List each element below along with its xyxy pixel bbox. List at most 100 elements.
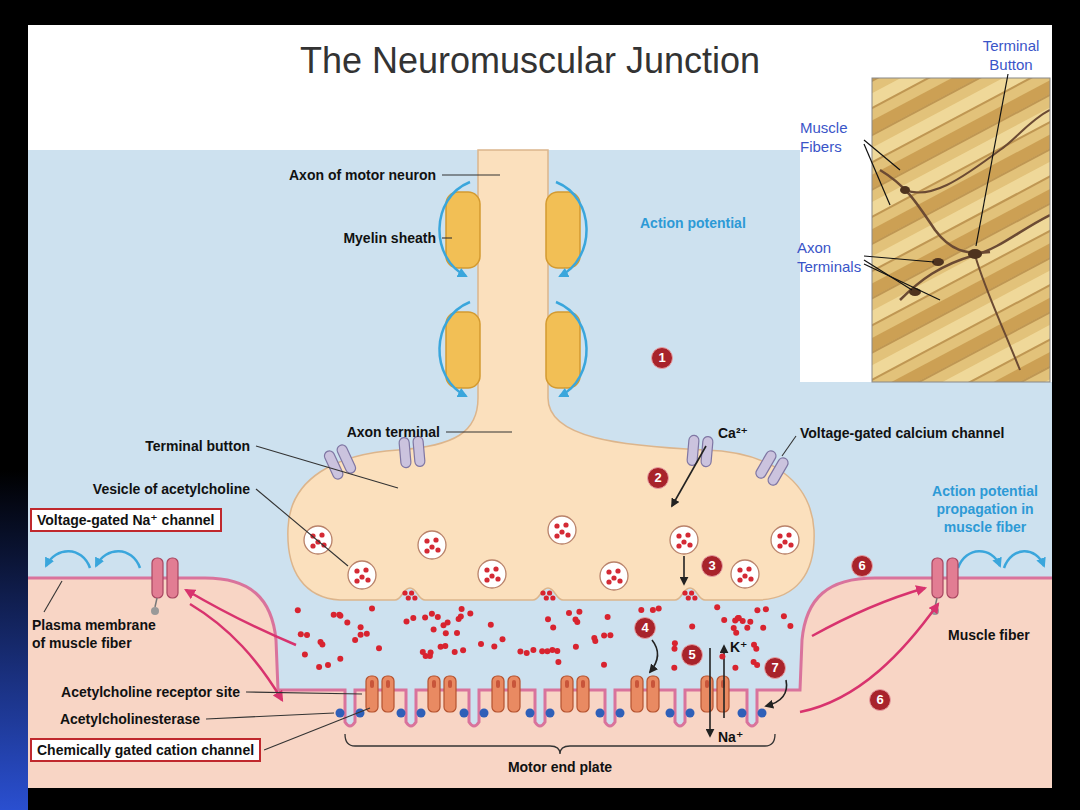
acetylcholine-molecule [714, 604, 720, 610]
calcium-channel [754, 449, 790, 487]
acetylcholine-molecule [737, 567, 742, 572]
micrograph [905, 110, 1050, 193]
micrograph [975, 255, 1020, 370]
leader-line [256, 446, 398, 488]
acetylcholine-molecule [354, 578, 359, 583]
micrograph-leader [864, 140, 900, 170]
acetylcholine-molecule [404, 619, 410, 625]
callout-number: 4 [634, 617, 656, 639]
muscle-striation [872, 270, 1050, 382]
receptor-site [386, 680, 390, 688]
acetylcholinesterase-dot [546, 709, 555, 718]
acetylcholine-molecule [742, 573, 747, 578]
micrograph-label: Terminal Button [983, 37, 1040, 73]
callout-number: 3 [701, 555, 723, 577]
part-label: Axon of motor neuron [289, 166, 436, 184]
acetylcholine-molecule [748, 576, 753, 581]
acetylcholine-molecule [295, 607, 301, 613]
callout-number: 6 [869, 689, 891, 711]
acetylcholine-molecule [638, 607, 644, 613]
myelin-sheath [446, 192, 580, 388]
axon-terminal [288, 150, 814, 600]
action-potential-arrow [556, 182, 587, 276]
callout-number: 3 [701, 555, 723, 577]
acetylcholine-vesicle [548, 516, 576, 544]
acetylcholine-molecule [565, 532, 570, 537]
acetylcholine-molecule [369, 606, 375, 612]
acetylcholinesterase-dot [686, 709, 695, 718]
calcium-channel [413, 436, 426, 467]
leader-line [246, 692, 362, 694]
sodium-channel [151, 607, 159, 615]
acetylcholine-molecule [325, 662, 331, 668]
acetylcholine-molecule [428, 650, 434, 656]
muscle-striation [872, 291, 1050, 382]
acetylcholine-molecule [605, 614, 611, 620]
motor-end-plate [336, 676, 767, 718]
calcium-channel [766, 456, 790, 487]
acetylcholine-molecule [685, 532, 690, 537]
acetylcholine-molecule [409, 590, 414, 595]
acetylcholine-molecule [550, 595, 555, 600]
action-potential-arrow [96, 551, 140, 568]
acetylcholine-molecule [545, 616, 551, 622]
acetylcholinesterase-dot [480, 709, 489, 718]
acetylcholine-molecule [454, 630, 460, 636]
acetylcholine-molecule [304, 632, 310, 638]
leader-line [782, 436, 796, 456]
acetylcholine-molecule [458, 614, 464, 620]
leader-line [44, 581, 62, 612]
muscle-striation [872, 217, 1050, 382]
acetylcholine-vesicle [418, 531, 446, 559]
acetylcholinesterase-dot [526, 709, 535, 718]
callout-number: 2 [647, 467, 669, 489]
leader-line [442, 237, 452, 238]
leader-line [442, 174, 500, 175]
label-box-text: Chemically gated cation channel [37, 742, 254, 758]
acetylcholine-receptor [366, 676, 378, 712]
acetylcholine-molecule [550, 624, 556, 630]
callout-number: 6 [851, 555, 873, 577]
acetylcholine-molecule [319, 532, 324, 537]
acetylcholine-molecule [672, 640, 678, 646]
acetylcholine-receptor [561, 676, 573, 712]
label-box: Chemically gated cation channel [30, 738, 261, 762]
part-label: Action potential [640, 214, 746, 232]
acetylcholine-molecule [671, 665, 677, 671]
part-label: Terminal button [145, 438, 250, 454]
part-label: Acetylcholine receptor site [61, 684, 240, 700]
action-potential-arrow [46, 551, 90, 568]
acetylcholine-molecule [555, 659, 561, 665]
acetylcholine-molecule [491, 643, 497, 649]
callout-circle [652, 348, 673, 369]
calcium-channel [687, 435, 714, 467]
acetylcholine-vesicle [304, 516, 799, 590]
part-label: Voltage-gated calcium channel [800, 424, 1004, 442]
part-label: Action potential [640, 215, 746, 231]
label-box: Voltage-gated Na⁺ channel [30, 508, 222, 532]
acetylcholine-molecule [460, 647, 466, 653]
acetylcholine-molecule [484, 567, 489, 572]
acetylcholine-receptor [444, 676, 456, 712]
process-arrow [683, 556, 685, 584]
part-label: Motor end plate [508, 759, 612, 775]
acetylcholine-molecule [601, 633, 607, 639]
acetylcholine-molecule [615, 568, 620, 573]
acetylcholine-molecule [681, 539, 686, 544]
callout-circle [648, 468, 669, 489]
acetylcholinesterase-dot [596, 709, 605, 718]
acetylcholine-molecule [732, 665, 738, 671]
acetylcholine-molecule [406, 595, 411, 600]
acetylcholinesterase-dot [417, 709, 426, 718]
bracket [345, 734, 775, 754]
acetylcholine-molecule [336, 612, 342, 618]
action-potential-arrow [439, 182, 470, 276]
acetylcholine-molecule [682, 590, 687, 595]
acetylcholine-molecule [424, 548, 429, 553]
micrograph-label: Muscle Fibers [800, 119, 848, 155]
acetylcholine-molecule [433, 537, 438, 542]
acetylcholine-molecule [530, 647, 536, 653]
acetylcholine-molecule [500, 636, 506, 642]
acetylcholine-vesicle [771, 526, 799, 554]
